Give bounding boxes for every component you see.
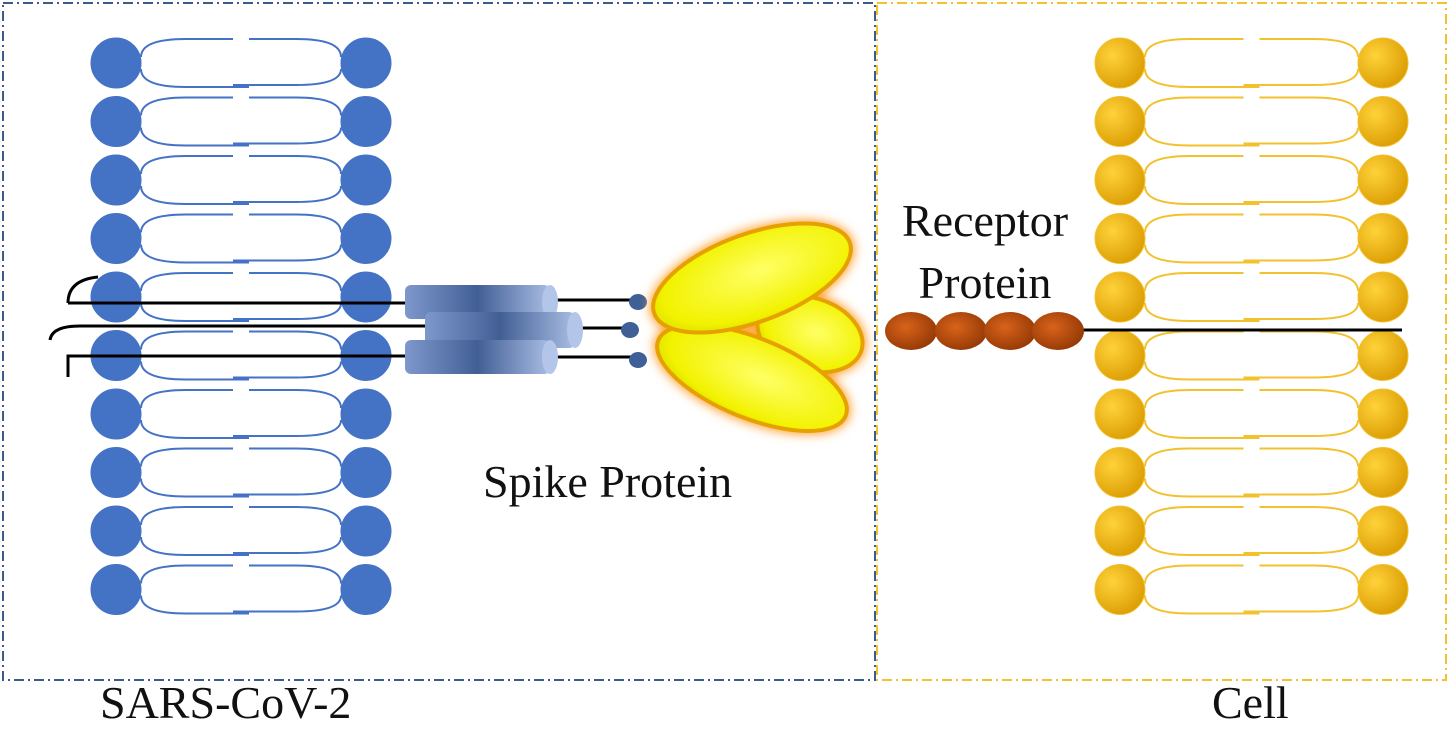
- phospholipid-pair-icon: [1094, 505, 1409, 557]
- phospholipid-pair-icon: [90, 271, 392, 323]
- phospholipid-pair-icon: [1094, 154, 1409, 206]
- phospholipid-pair-icon: [1094, 213, 1409, 264]
- phospholipid-head-icon: [1094, 271, 1146, 323]
- phospholipid-head-icon: [1357, 388, 1409, 440]
- phospholipid-head-icon: [1357, 37, 1409, 89]
- phospholipid-pair-icon: [90, 154, 392, 206]
- phospholipid-head-icon: [90, 388, 142, 440]
- phospholipid-pair-icon: [90, 388, 392, 440]
- phospholipid-head-icon: [340, 213, 392, 264]
- phospholipid-pair-icon: [90, 564, 392, 615]
- phospholipid-head-icon: [340, 37, 392, 89]
- receptor-label-line2: Protein: [918, 257, 1052, 308]
- phospholipid-head-icon: [1357, 96, 1409, 147]
- phospholipid-head-icon: [1094, 505, 1146, 557]
- phospholipid-head-icon: [1357, 154, 1409, 206]
- phospholipid-head-icon: [1357, 505, 1409, 557]
- phospholipid-head-icon: [1357, 564, 1409, 615]
- phospholipid-head-icon: [90, 505, 142, 557]
- cell-membrane-bilayer: [1094, 37, 1409, 615]
- phospholipid-head-icon: [340, 96, 392, 147]
- spike-head-icon: [649, 219, 867, 435]
- phospholipid-pair-icon: [1094, 564, 1409, 615]
- spike-anchor-lines: [48, 275, 640, 377]
- phospholipid-pair-icon: [1094, 330, 1409, 381]
- phospholipid-head-icon: [340, 271, 392, 323]
- phospholipid-head-icon: [1357, 213, 1409, 264]
- phospholipid-head-icon: [1094, 154, 1146, 206]
- spike-protein-label: Spike Protein: [483, 456, 733, 507]
- virus-membrane-bilayer: [90, 37, 392, 615]
- phospholipid-head-icon: [90, 564, 142, 615]
- phospholipid-pair-icon: [90, 96, 392, 147]
- phospholipid-pair-icon: [1094, 37, 1409, 89]
- phospholipid-head-icon: [1094, 96, 1146, 147]
- phospholipid-pair-icon: [1094, 447, 1409, 498]
- phospholipid-head-icon: [1094, 37, 1146, 89]
- phospholipid-head-icon: [90, 271, 142, 323]
- phospholipid-pair-icon: [90, 447, 392, 498]
- phospholipid-pair-icon: [1094, 96, 1409, 147]
- cell-label: Cell: [1212, 677, 1289, 728]
- cell-region-frame: [876, 2, 1447, 681]
- phospholipid-head-icon: [90, 213, 142, 264]
- phospholipid-head-icon: [340, 564, 392, 615]
- spike-stalk-icon: [405, 285, 647, 374]
- phospholipid-head-icon: [1094, 388, 1146, 440]
- phospholipid-head-icon: [340, 154, 392, 206]
- phospholipid-pair-icon: [90, 213, 392, 264]
- phospholipid-head-icon: [90, 37, 142, 89]
- phospholipid-head-icon: [90, 154, 142, 206]
- receptor-protein-label: Receptor Protein: [880, 190, 1090, 314]
- phospholipid-head-icon: [340, 388, 392, 440]
- receptor-protein-icon: [885, 312, 1402, 350]
- phospholipid-head-icon: [340, 505, 392, 557]
- phospholipid-pair-icon: [90, 505, 392, 557]
- phospholipid-head-icon: [1094, 213, 1146, 264]
- phospholipid-head-icon: [340, 447, 392, 498]
- phospholipid-head-icon: [90, 447, 142, 498]
- virus-label: SARS-CoV-2: [100, 677, 352, 728]
- receptor-label-line1: Receptor: [901, 195, 1069, 246]
- phospholipid-pair-icon: [1094, 271, 1409, 323]
- phospholipid-head-icon: [1357, 330, 1409, 381]
- phospholipid-head-icon: [1357, 271, 1409, 323]
- phospholipid-head-icon: [1094, 564, 1146, 615]
- virus-region-frame: [2, 2, 876, 681]
- phospholipid-head-icon: [90, 96, 142, 147]
- phospholipid-pair-icon: [90, 37, 392, 89]
- phospholipid-head-icon: [1094, 330, 1146, 381]
- phospholipid-head-icon: [1094, 447, 1146, 498]
- phospholipid-pair-icon: [1094, 388, 1409, 440]
- phospholipid-head-icon: [1357, 447, 1409, 498]
